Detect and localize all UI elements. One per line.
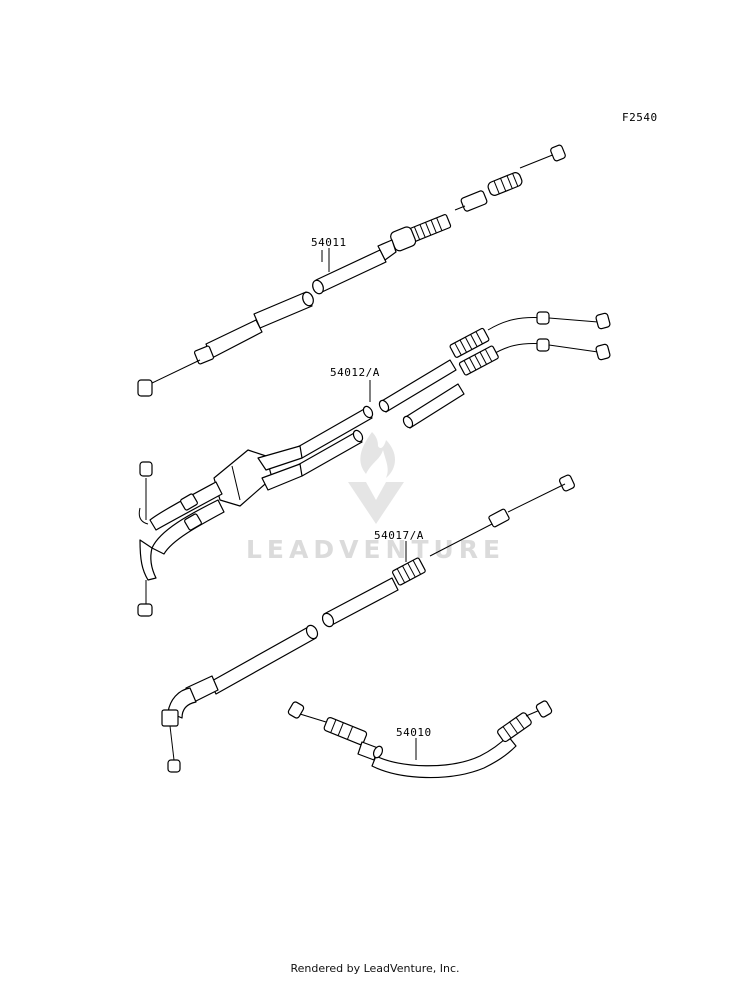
leadventure-logo-watermark: LEADVENTURE [246, 432, 505, 564]
figure-code: F2540 [622, 111, 658, 124]
part-label-54010[interactable]: 54010 [396, 726, 432, 739]
part-label-54011[interactable]: 54011 [311, 236, 347, 249]
part-label-54017-a[interactable]: 54017/A [374, 529, 424, 542]
part-label-54012-a[interactable]: 54012/A [330, 366, 380, 379]
cable-54012-a[interactable] [137, 311, 611, 617]
footer-credit: Rendered by LeadVenture, Inc. [290, 962, 460, 975]
watermark-text: LEADVENTURE [246, 535, 505, 564]
cable-54017-a[interactable] [161, 474, 576, 773]
cable-54010[interactable] [287, 700, 553, 779]
cable-54011[interactable] [137, 144, 566, 397]
